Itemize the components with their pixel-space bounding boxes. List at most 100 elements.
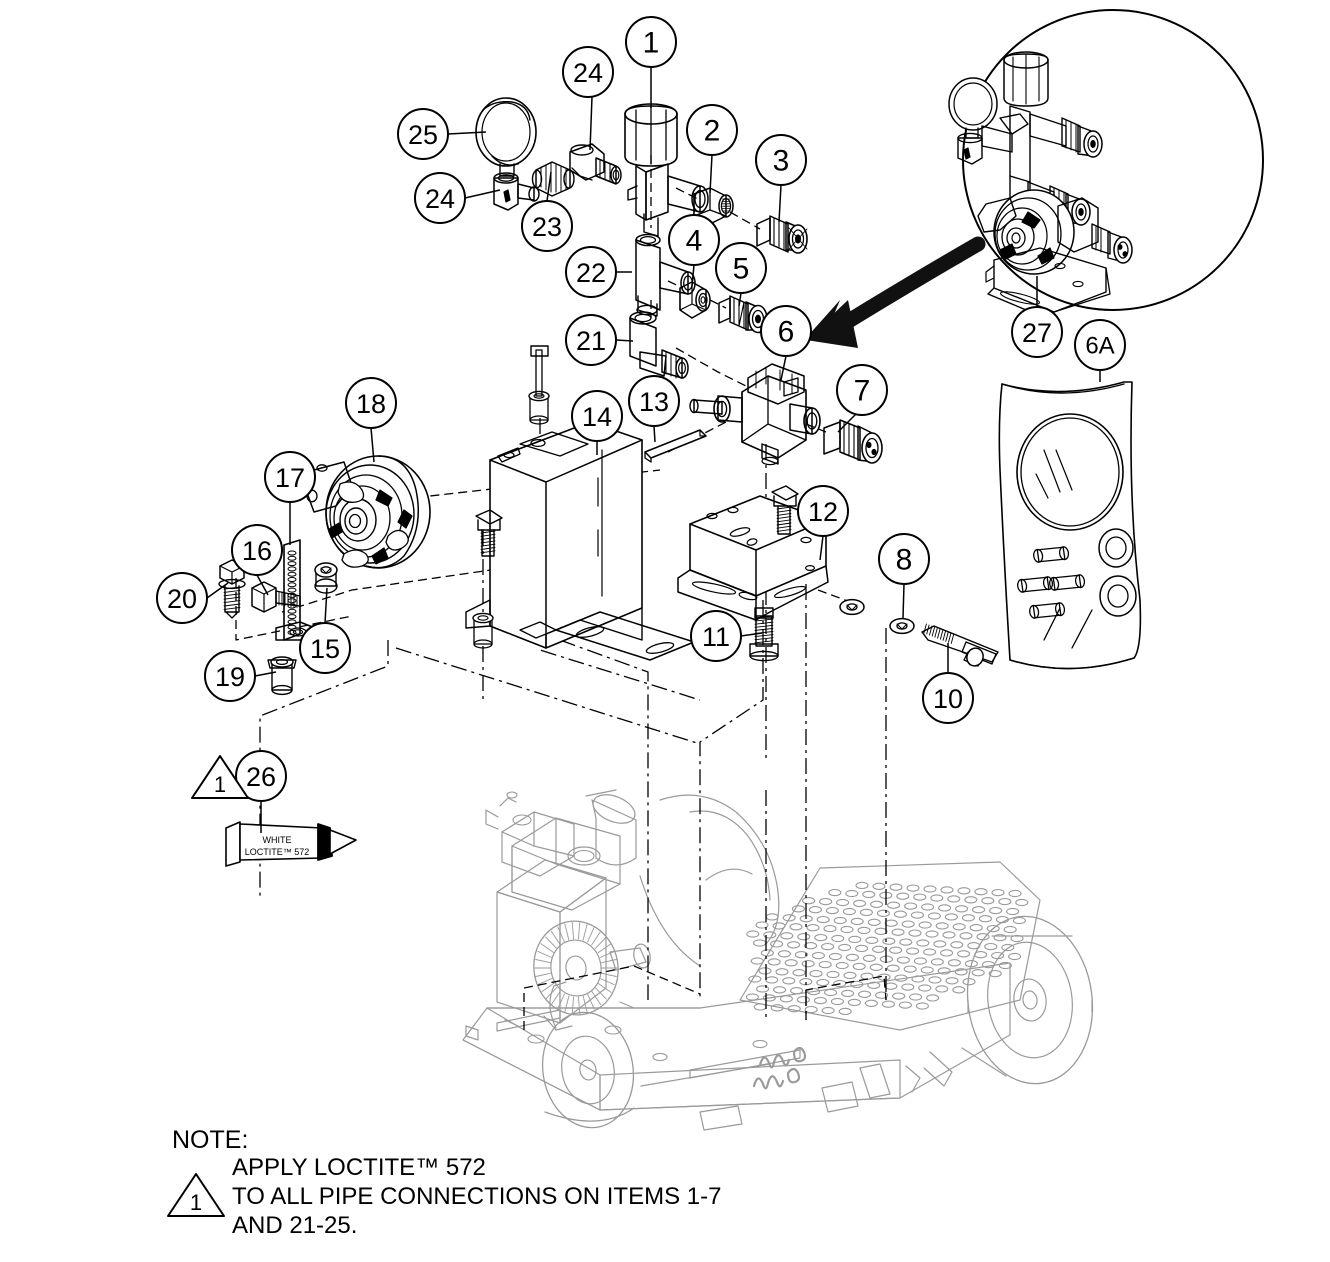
balloon-17[interactable]: 17 bbox=[264, 451, 316, 545]
deck-perforation bbox=[787, 1005, 801, 1013]
stroke-path bbox=[843, 421, 855, 459]
ellipse bbox=[1107, 584, 1129, 608]
balloon-27[interactable]: 27 bbox=[1011, 276, 1063, 358]
stroke-path bbox=[942, 630, 946, 641]
balloon-20[interactable]: 20 bbox=[156, 572, 229, 624]
deck-perforation bbox=[809, 969, 823, 978]
balloon-22[interactable]: 22 bbox=[565, 246, 632, 298]
ellipse bbox=[746, 538, 758, 546]
balloon-circle bbox=[1011, 306, 1063, 358]
balloon-25[interactable]: 25 bbox=[397, 108, 487, 160]
balloon-10[interactable]: 10 bbox=[922, 643, 974, 724]
balloon-24[interactable]: 24 bbox=[562, 46, 614, 151]
rear-wheel bbox=[966, 915, 1094, 1085]
stroke-path bbox=[783, 377, 799, 397]
deck-perforation bbox=[884, 919, 898, 927]
part-street-elbow-gauge bbox=[493, 172, 540, 211]
stroke-path bbox=[718, 297, 731, 324]
balloon-16[interactable]: 16 bbox=[231, 524, 283, 596]
stroke-path bbox=[624, 105, 678, 167]
balloon-19[interactable]: 19 bbox=[204, 650, 277, 702]
balloon-18[interactable]: 18 bbox=[345, 377, 397, 463]
ellipse bbox=[698, 292, 708, 308]
muffler-inlet bbox=[592, 794, 636, 824]
deck-perforation bbox=[921, 903, 935, 911]
stroke-path bbox=[1021, 211, 1041, 229]
deck-perforation bbox=[955, 905, 969, 913]
ellipse bbox=[1113, 236, 1133, 264]
stroke-path bbox=[821, 1081, 859, 1113]
balloon-6a[interactable]: 6A bbox=[1074, 319, 1126, 382]
stroke-path bbox=[587, 993, 595, 1010]
deck-perforation bbox=[850, 917, 864, 926]
balloon-5[interactable]: 5 bbox=[715, 242, 767, 307]
balloon-3[interactable]: 3 bbox=[755, 134, 807, 223]
balloon-7[interactable]: 7 bbox=[836, 364, 888, 433]
deck-perforation bbox=[962, 978, 976, 986]
balloon-24[interactable]: 24 bbox=[414, 172, 501, 224]
brand-logo-mark bbox=[752, 1046, 807, 1090]
stroke-path bbox=[587, 926, 595, 943]
ellipse bbox=[612, 169, 620, 181]
deck-perforation bbox=[784, 959, 798, 967]
deck-perforation bbox=[933, 940, 947, 948]
ellipse bbox=[689, 398, 699, 414]
part-decal-panel bbox=[998, 381, 1142, 670]
deck-perforation bbox=[789, 923, 803, 931]
deck-perforation bbox=[940, 886, 954, 894]
balloon-4[interactable]: 4 bbox=[668, 214, 720, 287]
deck-perforation bbox=[852, 962, 866, 971]
stroke-path bbox=[599, 1059, 901, 1111]
deck-perforation bbox=[855, 944, 869, 953]
stroke-path bbox=[328, 522, 343, 539]
stroke-path bbox=[747, 363, 805, 405]
stroke-path bbox=[923, 623, 927, 634]
stroke-path bbox=[591, 930, 602, 946]
stroke-path bbox=[693, 187, 727, 217]
balloon-12[interactable]: 12 bbox=[797, 485, 849, 561]
stroke-path bbox=[477, 519, 501, 531]
deck-perforation bbox=[804, 942, 818, 950]
deck-perforation bbox=[1001, 943, 1015, 952]
deck-perforation bbox=[986, 924, 1000, 933]
ellipse bbox=[1001, 218, 1035, 256]
deck-perforation bbox=[1008, 889, 1022, 898]
balloon-11[interactable]: 11 bbox=[690, 610, 763, 662]
balloon-6[interactable]: 6 bbox=[760, 305, 812, 381]
balloon-21[interactable]: 21 bbox=[565, 314, 634, 366]
part-hex-bolt-long bbox=[921, 623, 999, 667]
deck-perforation bbox=[779, 995, 793, 1003]
balloon-number: 1 bbox=[643, 27, 660, 60]
ellipse bbox=[675, 357, 689, 379]
balloon-26[interactable]: 26 bbox=[235, 750, 287, 833]
stroke-path bbox=[627, 185, 638, 201]
assembly-dash bbox=[235, 578, 353, 641]
deck-perforation bbox=[1003, 925, 1017, 934]
balloon-14[interactable]: 14 bbox=[571, 390, 623, 455]
stroke-path bbox=[225, 611, 239, 619]
stroke-path bbox=[1037, 247, 1055, 265]
balloon-8[interactable]: 8 bbox=[878, 533, 930, 619]
stroke-path bbox=[754, 627, 774, 631]
balloon-23[interactable]: 23 bbox=[521, 171, 573, 252]
part-hex-nut-fitting bbox=[693, 187, 734, 225]
ellipse bbox=[1105, 536, 1127, 560]
balloon-15[interactable]: 15 bbox=[299, 587, 351, 674]
part-spacer-washer bbox=[314, 562, 338, 594]
balloon-13[interactable]: 13 bbox=[628, 375, 680, 443]
balloon-2[interactable]: 2 bbox=[686, 104, 738, 194]
stroke-path bbox=[385, 529, 409, 551]
part-flat-washer bbox=[839, 598, 915, 635]
balloon-1[interactable]: 1 bbox=[625, 16, 677, 108]
balloon-circle bbox=[562, 46, 614, 98]
deck-perforation bbox=[904, 902, 918, 910]
note-line: AND 21-25. bbox=[232, 1212, 357, 1239]
loctite-line1: WHITE bbox=[263, 835, 292, 845]
decal-outline bbox=[998, 381, 1142, 670]
ellipse bbox=[325, 464, 415, 564]
deck-perforation bbox=[889, 883, 903, 891]
stroke-path bbox=[769, 215, 789, 253]
deck-perforation bbox=[748, 975, 762, 983]
stroke-path bbox=[499, 797, 517, 807]
